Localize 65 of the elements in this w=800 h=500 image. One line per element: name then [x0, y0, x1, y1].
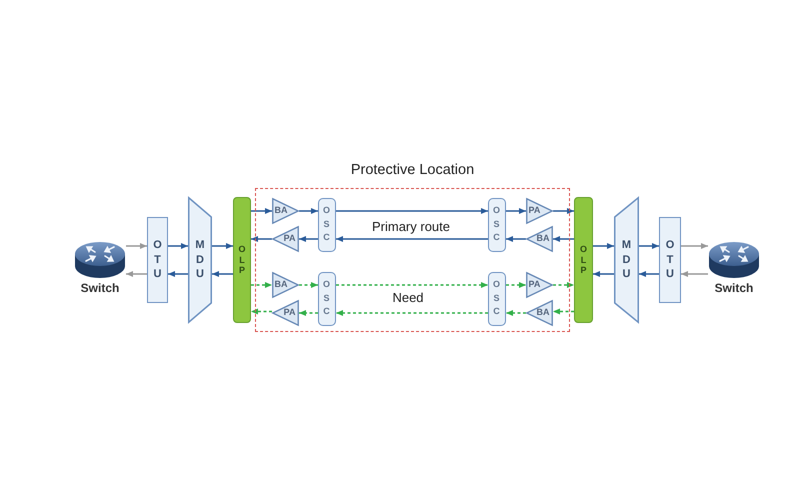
unit-label: OSC — [492, 204, 501, 244]
unit-label: OTU — [152, 238, 163, 282]
arrow — [681, 271, 708, 277]
arrow — [506, 236, 526, 242]
arrow — [336, 208, 488, 214]
amplifier-label: BA — [536, 308, 550, 317]
arrow — [251, 308, 272, 314]
bar-unit — [233, 197, 251, 323]
arrow — [681, 243, 708, 249]
network-device-icon — [74, 241, 126, 279]
arrow — [168, 271, 188, 277]
device-caption: Switch — [80, 281, 120, 296]
unit-label: OSC — [322, 204, 331, 244]
device-caption: Switch — [714, 281, 754, 296]
arrow — [506, 310, 526, 316]
amplifier-label: PA — [284, 308, 296, 317]
amplifier-label: PA — [528, 280, 540, 289]
amplifier-label: PA — [284, 234, 296, 243]
arrow — [553, 208, 574, 214]
amplifier-label: BA — [274, 206, 288, 215]
unit-label: MDU — [194, 238, 206, 282]
unit-label: OTU — [664, 238, 676, 282]
arrow — [212, 243, 233, 249]
arrow — [126, 243, 147, 249]
arrow — [506, 208, 526, 214]
unit-box — [147, 217, 168, 303]
arrow — [553, 282, 574, 288]
arrow — [299, 208, 318, 214]
arrow — [553, 308, 574, 314]
arrow — [168, 243, 188, 249]
amplifier-label: PA — [528, 206, 540, 215]
network-device-icon — [708, 241, 760, 279]
arrow — [336, 282, 488, 288]
arrow — [299, 282, 318, 288]
arrow — [336, 236, 488, 242]
arrow — [251, 236, 272, 242]
unit-label: OSC — [322, 278, 331, 318]
rounded-unit-box — [318, 272, 336, 326]
arrow — [212, 271, 233, 277]
unit-label: OLP — [579, 244, 588, 276]
unit-label: MDU — [621, 238, 632, 282]
unit-label: OSC — [492, 278, 501, 318]
unit-label: OLP — [238, 244, 246, 276]
arrow — [553, 236, 574, 242]
route-label: Primary route — [372, 219, 450, 235]
amplifier-label: BA — [536, 234, 550, 243]
region-heading: Protective Location — [350, 162, 474, 180]
rounded-unit-box — [488, 198, 506, 252]
arrow — [639, 243, 659, 249]
route-label: Need — [392, 290, 424, 306]
amplifier-label: BA — [274, 280, 288, 289]
rounded-unit-box — [488, 272, 506, 326]
arrow — [299, 310, 318, 316]
arrow — [126, 271, 147, 277]
arrow — [639, 271, 659, 277]
arrow — [593, 271, 614, 277]
arrow — [336, 310, 488, 316]
rounded-unit-box — [318, 198, 336, 252]
unit-box — [659, 217, 681, 303]
arrow — [593, 243, 614, 249]
arrow — [506, 282, 526, 288]
arrow — [251, 282, 272, 288]
bar-unit — [574, 197, 593, 323]
arrow — [251, 208, 272, 214]
arrow — [299, 236, 318, 242]
